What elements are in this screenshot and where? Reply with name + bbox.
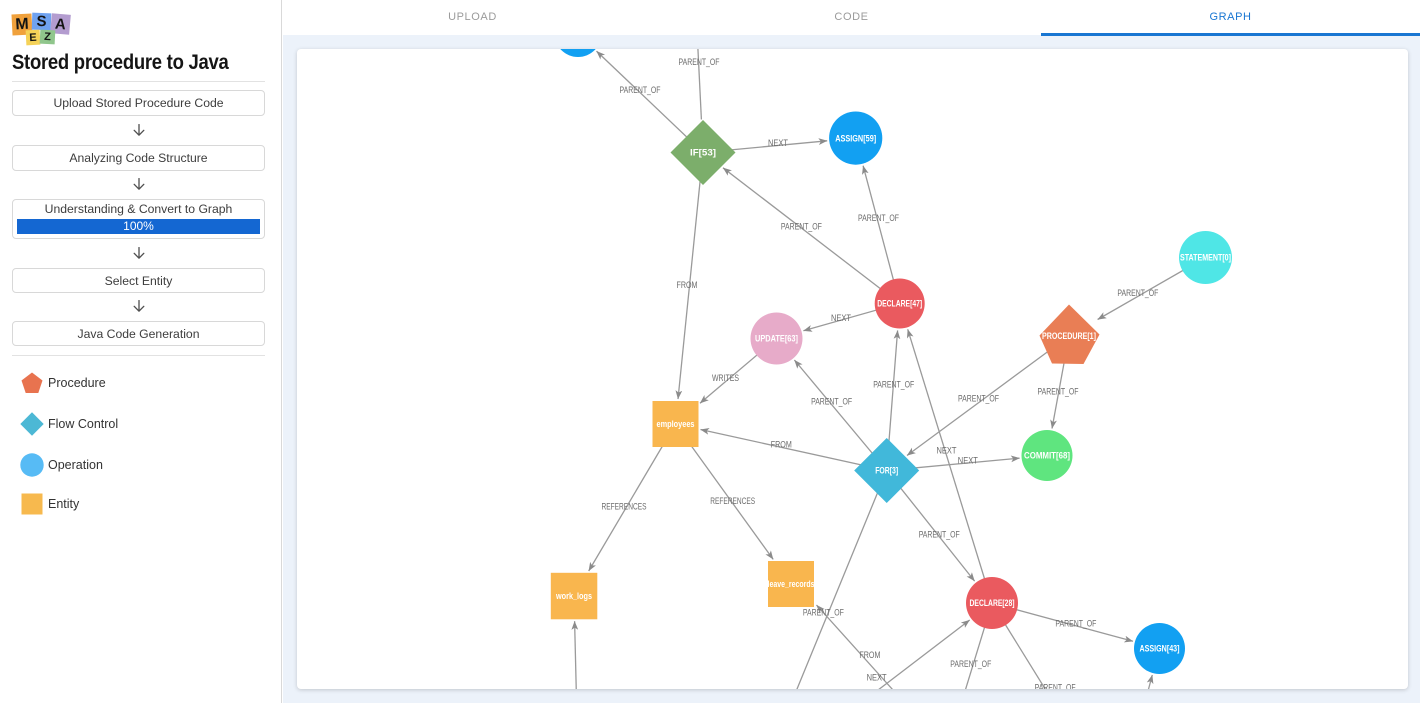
svg-text:IF[53]: IF[53] [690, 148, 716, 158]
svg-text:DECLARE[47]: DECLARE[47] [877, 299, 922, 309]
svg-text:work_logs: work_logs [555, 591, 592, 601]
svg-text:PARENT_OF: PARENT_OF [1035, 682, 1076, 689]
svg-text:UPDATE[63]: UPDATE[63] [755, 334, 798, 344]
svg-text:PARENT_OF: PARENT_OF [679, 57, 720, 68]
svg-text:FROM: FROM [859, 650, 880, 661]
svg-text:ASSIGN[43]: ASSIGN[43] [1140, 644, 1180, 654]
svg-text:PARENT_OF: PARENT_OF [950, 659, 991, 670]
svg-text:PARENT_OF: PARENT_OF [873, 380, 914, 391]
svg-text:NEXT: NEXT [937, 446, 957, 457]
svg-text:FROM: FROM [677, 280, 698, 291]
svg-text:DECLARE[28]: DECLARE[28] [970, 598, 1015, 608]
svg-text:PARENT_OF: PARENT_OF [1055, 618, 1096, 629]
svg-text:PARENT_OF: PARENT_OF [781, 221, 822, 232]
svg-text:PROCEDURE[1]: PROCEDURE[1] [1042, 331, 1096, 341]
svg-text:NEXT: NEXT [958, 455, 978, 466]
svg-text:NEXT: NEXT [768, 138, 788, 149]
svg-text:PARENT_OF: PARENT_OF [919, 530, 960, 541]
svg-text:WRITES: WRITES [712, 373, 739, 384]
svg-text:ASSIGN[59]: ASSIGN[59] [835, 133, 876, 143]
svg-text:FOR[3]: FOR[3] [875, 466, 898, 476]
svg-text:REFERENCES: REFERENCES [710, 496, 755, 507]
svg-text:STATEMENT[0]: STATEMENT[0] [1180, 253, 1231, 263]
svg-text:NEXT: NEXT [831, 313, 851, 324]
svg-text:PARENT_OF: PARENT_OF [1117, 288, 1158, 299]
svg-text:FROM: FROM [771, 440, 792, 451]
svg-text:PARENT_OF: PARENT_OF [858, 213, 899, 224]
svg-text:PARENT_OF: PARENT_OF [620, 85, 661, 96]
svg-text:PARENT_OF: PARENT_OF [811, 397, 852, 408]
svg-text:PARENT_OF: PARENT_OF [803, 607, 844, 618]
svg-text:NEXT: NEXT [867, 673, 887, 684]
svg-text:employees: employees [657, 419, 695, 429]
svg-text:COMMIT[68]: COMMIT[68] [1024, 451, 1070, 461]
svg-text:REFERENCES: REFERENCES [602, 502, 647, 513]
svg-text:leave_records: leave_records [768, 579, 815, 589]
svg-text:PARENT_OF: PARENT_OF [1038, 387, 1079, 398]
svg-text:PARENT_OF: PARENT_OF [958, 394, 999, 405]
